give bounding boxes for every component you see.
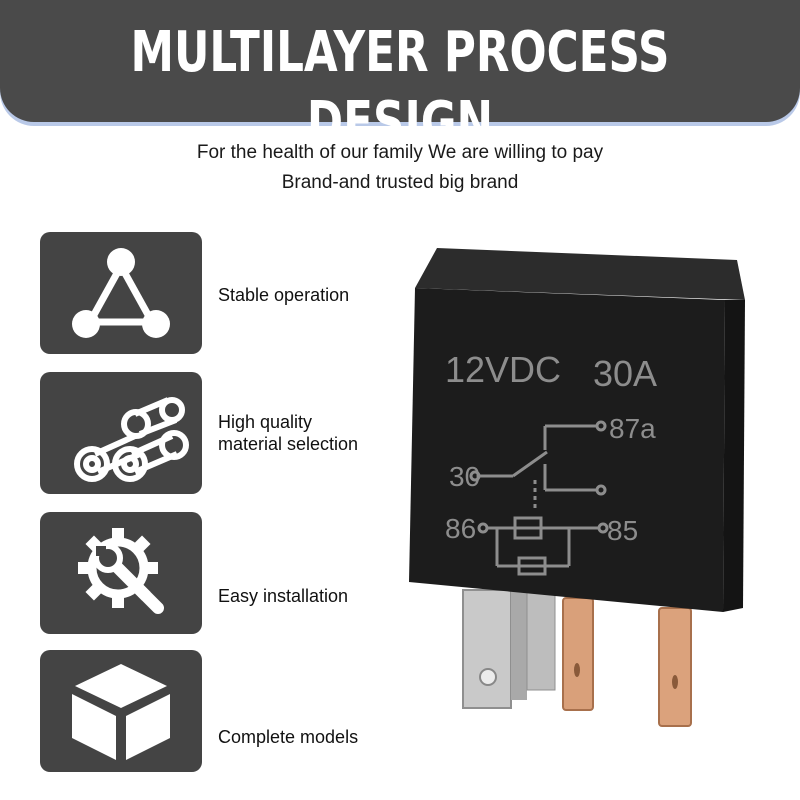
feature-label-material-2: material selection [218,434,359,454]
relay-product-image: 12VDC 30A 87a 30 86 85 [409,248,745,727]
cube-icon [72,664,170,760]
header-banner: MULTILAYER PROCESS DESIGN [0,0,800,155]
feature-tile-install [40,512,202,634]
feature-label-material-1: High quality [218,412,313,432]
feature-label-stable: Stable operation [218,285,350,305]
feature-tile-models [40,650,202,772]
triangle-nodes-icon [72,248,170,338]
intro-line-2: Brand-and trusted big brand [281,172,519,193]
pin-30: 30 [449,461,480,492]
feature-label-models: Complete models [218,727,359,747]
gear-wrench-icon [78,528,164,614]
relay-current: 30A [593,353,657,394]
feature-tile-stable [40,232,202,354]
pin-85: 85 [607,515,638,546]
relay-voltage: 12VDC [445,349,561,390]
copper-terminals [562,597,692,727]
intro-line-1: For the health of our family We are will… [196,142,604,163]
silver-terminals [462,589,556,709]
pin-87a: 87a [609,413,656,444]
pin-86: 86 [445,513,476,544]
banner-title: MULTILAYER PROCESS DESIGN [130,20,670,155]
relay-schematic [477,424,601,576]
material-rolls-icon [74,397,189,482]
relay-body [409,288,725,612]
feature-label-install: Easy installation [218,586,349,606]
feature-tile-material [40,372,202,494]
